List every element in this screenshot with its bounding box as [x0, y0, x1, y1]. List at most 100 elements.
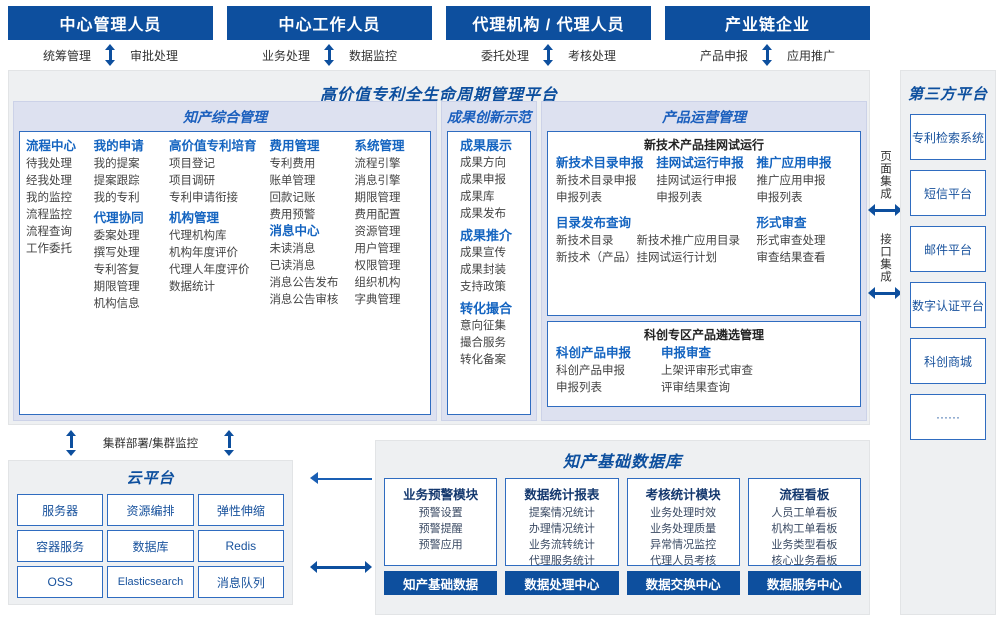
col-item[interactable]: 我的提案: [93, 158, 140, 170]
col-item[interactable]: 撰写处理: [93, 247, 140, 259]
col-item[interactable]: 待我处理: [26, 158, 72, 170]
db-card-item[interactable]: 预警设置: [418, 507, 463, 519]
col-item[interactable]: 代理机构库: [168, 230, 227, 242]
db-card-item[interactable]: 预警应用: [418, 539, 463, 551]
cloud-item-1[interactable]: 资源编排: [107, 494, 194, 526]
col-item[interactable]: 经我处理: [26, 175, 72, 187]
role-title-3[interactable]: 产业链企业: [665, 6, 870, 40]
col-head[interactable]: 形式审查: [756, 216, 807, 230]
col-item[interactable]: 审查结果查看: [756, 252, 826, 264]
col-item[interactable]: 代理人年度评价: [168, 264, 250, 276]
col-head[interactable]: 系统管理: [354, 139, 405, 153]
col-head[interactable]: 成果推介: [460, 228, 513, 243]
cloud-item-7[interactable]: Elasticsearch: [107, 566, 194, 598]
col-item[interactable]: 未读消息: [269, 243, 316, 255]
col-item[interactable]: 机构年度评价: [168, 247, 238, 259]
col-item[interactable]: 评审结果查询: [661, 382, 730, 394]
col-item[interactable]: 数据统计: [168, 281, 215, 293]
col-head[interactable]: 我的申请: [93, 139, 144, 153]
col-head[interactable]: 代理协同: [93, 211, 144, 225]
col-head[interactable]: 新技术目录申报: [556, 156, 644, 170]
col-item[interactable]: 专利费用: [269, 158, 316, 170]
db-card-item[interactable]: 机构工单看板: [771, 523, 838, 535]
col-head[interactable]: 挂网试运行申报: [656, 156, 744, 170]
col-item[interactable]: 我的专利: [93, 192, 140, 204]
db-card-item[interactable]: 业务处理质量: [650, 523, 717, 535]
col-item[interactable]: 工作委托: [26, 243, 72, 255]
cloud-item-2[interactable]: 弹性伸缩: [197, 494, 284, 526]
col-item[interactable]: 成果库: [460, 191, 495, 203]
db-card-item[interactable]: 异常情况监控: [650, 539, 717, 551]
col-item[interactable]: 费用预警: [269, 209, 316, 221]
third-party-item-1[interactable]: 短信平台: [910, 170, 986, 216]
col-item[interactable]: 项目登记: [168, 158, 215, 170]
col-item[interactable]: 支持政策: [460, 281, 506, 293]
col-item[interactable]: 申报列表: [556, 192, 602, 204]
col-item[interactable]: 字典管理: [354, 294, 401, 306]
col-item[interactable]: 消息公告审核: [269, 294, 339, 306]
col-item[interactable]: 提案跟踪: [93, 175, 140, 187]
db-card-item[interactable]: 业务流转统计: [528, 539, 595, 551]
db-card-item[interactable]: 办理情况统计: [528, 523, 595, 535]
third-party-item-4[interactable]: 科创商城: [910, 338, 986, 384]
col-item[interactable]: 消息引擎: [354, 175, 401, 187]
col-item[interactable]: 新技术目录 新技术推广应用目录: [556, 235, 740, 247]
cloud-item-0[interactable]: 服务器: [17, 494, 104, 526]
col-item[interactable]: 形式审查处理: [756, 235, 826, 247]
col-item[interactable]: 成果方向: [460, 157, 506, 169]
col-item[interactable]: 费用配置: [354, 209, 401, 221]
col-item[interactable]: 申报列表: [656, 192, 703, 204]
third-party-item-2[interactable]: 邮件平台: [910, 226, 986, 272]
db-card-item[interactable]: 代理人员考核: [650, 555, 717, 567]
col-item[interactable]: 已读消息: [269, 260, 316, 272]
col-item[interactable]: 转化备案: [460, 354, 506, 366]
col-item[interactable]: 流程监控: [26, 209, 72, 221]
db-bar-1[interactable]: 数据处理中心: [505, 571, 619, 595]
db-bar-0[interactable]: 知产基础数据: [384, 571, 498, 595]
db-card-item[interactable]: 业务处理时效: [650, 507, 717, 519]
cloud-item-3[interactable]: 容器服务: [17, 530, 104, 562]
col-item[interactable]: 申报列表: [756, 192, 803, 204]
col-item[interactable]: 期限管理: [354, 192, 401, 204]
col-head[interactable]: 目录发布查询: [556, 216, 632, 230]
role-title-2[interactable]: 代理机构 / 代理人员: [446, 6, 651, 40]
third-party-item-5[interactable]: ······: [910, 394, 986, 440]
col-head[interactable]: 申报审查: [661, 346, 712, 360]
db-card-item[interactable]: 人员工单看板: [771, 507, 838, 519]
col-head[interactable]: 高价值专利培育: [168, 139, 257, 153]
db-card-item[interactable]: 预警提醒: [418, 523, 463, 535]
col-head[interactable]: 机构管理: [168, 211, 219, 225]
col-item[interactable]: 撮合服务: [460, 337, 506, 349]
col-head[interactable]: 成果展示: [460, 138, 513, 153]
db-card-item[interactable]: 业务类型看板: [771, 539, 838, 551]
col-item[interactable]: 新技术目录申报: [556, 175, 637, 187]
col-head[interactable]: 转化撮合: [460, 301, 513, 316]
col-item[interactable]: 成果封装: [460, 264, 506, 276]
col-item[interactable]: 回款记账: [269, 192, 316, 204]
role-title-0[interactable]: 中心管理人员: [8, 6, 213, 40]
col-item[interactable]: 消息公告发布: [269, 277, 339, 289]
col-head[interactable]: 科创产品申报: [556, 346, 632, 360]
col-item[interactable]: 成果发布: [460, 208, 506, 220]
col-item[interactable]: 专利申请衔接: [168, 192, 238, 204]
col-item[interactable]: 我的监控: [26, 192, 72, 204]
db-card-item[interactable]: 核心业务看板: [771, 555, 838, 567]
col-item[interactable]: 用户管理: [354, 243, 401, 255]
col-head[interactable]: 消息中心: [269, 224, 320, 238]
cloud-item-8[interactable]: 消息队列: [197, 566, 284, 598]
col-item[interactable]: 意向征集: [460, 320, 506, 332]
col-item[interactable]: 流程引擎: [354, 158, 401, 170]
col-item[interactable]: 期限管理: [93, 281, 140, 293]
db-card-item[interactable]: 代理服务统计: [528, 555, 595, 567]
third-party-item-3[interactable]: 数字认证平台: [910, 282, 986, 328]
col-item[interactable]: 项目调研: [168, 175, 215, 187]
col-item[interactable]: 成果宣传: [460, 247, 506, 259]
col-head[interactable]: 流程中心: [26, 139, 77, 153]
col-item[interactable]: 专利答复: [93, 264, 140, 276]
col-item[interactable]: 机构信息: [93, 298, 140, 310]
db-bar-2[interactable]: 数据交换中心: [626, 571, 740, 595]
role-title-1[interactable]: 中心工作人员: [227, 6, 432, 40]
db-card-item[interactable]: 提案情况统计: [528, 507, 595, 519]
col-item[interactable]: 申报列表: [556, 382, 602, 394]
col-item[interactable]: 成果申报: [460, 174, 506, 186]
